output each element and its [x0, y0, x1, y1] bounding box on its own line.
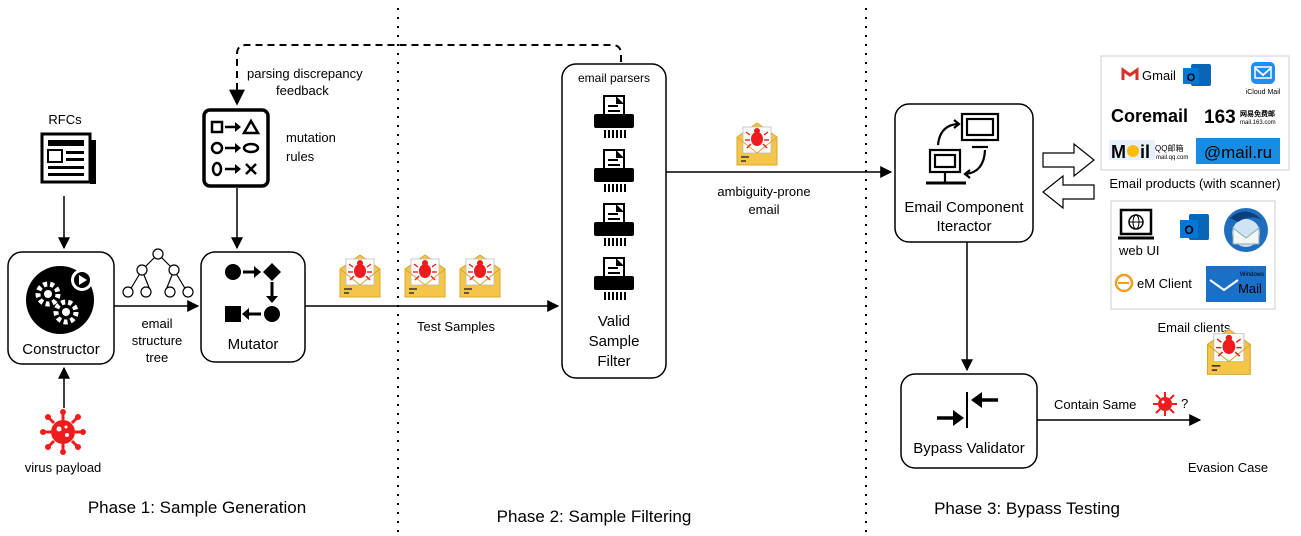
coremail-logo: Coremail [1111, 106, 1188, 126]
svg-text:il: il [1140, 142, 1150, 162]
iterator-label-1: Email Component [904, 199, 1024, 216]
svg-text:网易免费邮: 网易免费邮 [1240, 109, 1275, 118]
tree-label-1: email [141, 316, 172, 331]
mailru-logo: @mail.ru [1196, 138, 1280, 164]
filter-label-3: Filter [597, 353, 630, 370]
ambiguous-label-1: ambiguity-prone [717, 184, 810, 199]
svg-text:QQ邮箱: QQ邮箱 [1155, 143, 1183, 153]
windows-mail-icon: Windows Mail [1206, 266, 1266, 302]
converge-arrows-icon [937, 392, 998, 428]
document-icon [40, 132, 96, 184]
virus-icon [40, 409, 86, 455]
gmail-logo: Gmail [1121, 67, 1176, 83]
mutator-label: Mutator [228, 336, 279, 353]
svg-text:O: O [1184, 223, 1193, 237]
icloud-logo: iCloud Mail [1246, 62, 1281, 96]
feedback-label-2: feedback [276, 83, 329, 98]
svg-text:web UI: web UI [1118, 243, 1159, 258]
test-sample-envelope-2 [404, 254, 446, 298]
rules-label-1: mutation [286, 130, 336, 145]
evasion-label: Evasion Case [1188, 460, 1268, 475]
qqmail-logo: M il QQ邮箱 mail.qq.com [1109, 140, 1188, 162]
evasion-envelope [1206, 328, 1252, 376]
svg-text:Mail: Mail [1238, 281, 1262, 296]
test-sample-envelope-1 [339, 254, 381, 298]
tree-label-3: tree [146, 350, 168, 365]
svg-text:mail.163.com: mail.163.com [1240, 120, 1276, 126]
computers-icon [926, 112, 1000, 185]
svg-text:eM Client: eM Client [1137, 276, 1192, 291]
web-ui-icon: web UI [1118, 208, 1159, 258]
contain-same-label: Contain Same [1054, 397, 1136, 412]
filter-label-2: Sample [589, 333, 640, 350]
outlook-logo: O [1183, 64, 1211, 86]
arrow-from-clients [1042, 174, 1095, 210]
test-sample-envelope-3 [459, 254, 501, 298]
filter-header: email parsers [578, 71, 650, 85]
iterator-label-2: Iteractor [936, 218, 991, 235]
filter-label-1: Valid [598, 313, 630, 330]
question-mark: ? [1181, 396, 1188, 411]
svg-text:M: M [1111, 142, 1126, 162]
mutator-node [200, 251, 306, 363]
ambiguous-label-2: email [748, 202, 779, 217]
outlook-client-icon: O [1180, 214, 1209, 240]
feedback-label-1: parsing discrepancy [247, 66, 363, 81]
clients-caption: Email clients [1158, 320, 1231, 335]
gear-icon [26, 266, 94, 334]
thunderbird-icon [1224, 208, 1268, 252]
tree-label-2: structure [132, 333, 183, 348]
virus-label: virus payload [25, 460, 102, 475]
arrow-to-products [1042, 142, 1095, 178]
em-client-icon: eM Client [1114, 273, 1192, 293]
svg-text:Windows: Windows [1240, 272, 1264, 278]
phase-1-label: Phase 1: Sample Generation [88, 498, 306, 517]
ambiguous-email-envelope [736, 122, 778, 166]
test-samples-label: Test Samples [417, 319, 496, 334]
edge-feedback [229, 44, 622, 106]
n163-logo: 163 网易免费邮 mail.163.com [1204, 107, 1276, 128]
rules-icon [202, 108, 270, 188]
virus-small-icon [1153, 392, 1177, 416]
validator-label: Bypass Validator [913, 440, 1024, 457]
transform-icon [225, 263, 281, 322]
svg-text:163: 163 [1204, 107, 1236, 128]
phase-3-label: Phase 3: Bypass Testing [934, 499, 1120, 518]
validator-node [900, 373, 1038, 469]
rules-label-2: rules [286, 149, 315, 164]
svg-text:@mail.ru: @mail.ru [1204, 143, 1272, 162]
rfcs-label: RFCs [48, 112, 82, 127]
svg-text:iCloud Mail: iCloud Mail [1246, 89, 1281, 96]
phase-2-label: Phase 2: Sample Filtering [497, 507, 692, 526]
svg-text:mail.qq.com: mail.qq.com [1156, 155, 1188, 161]
products-caption: Email products (with scanner) [1109, 176, 1280, 191]
svg-text:Gmail: Gmail [1142, 68, 1176, 83]
constructor-label: Constructor [22, 341, 100, 358]
svg-text:O: O [1187, 72, 1196, 84]
tree-icon [122, 248, 194, 298]
